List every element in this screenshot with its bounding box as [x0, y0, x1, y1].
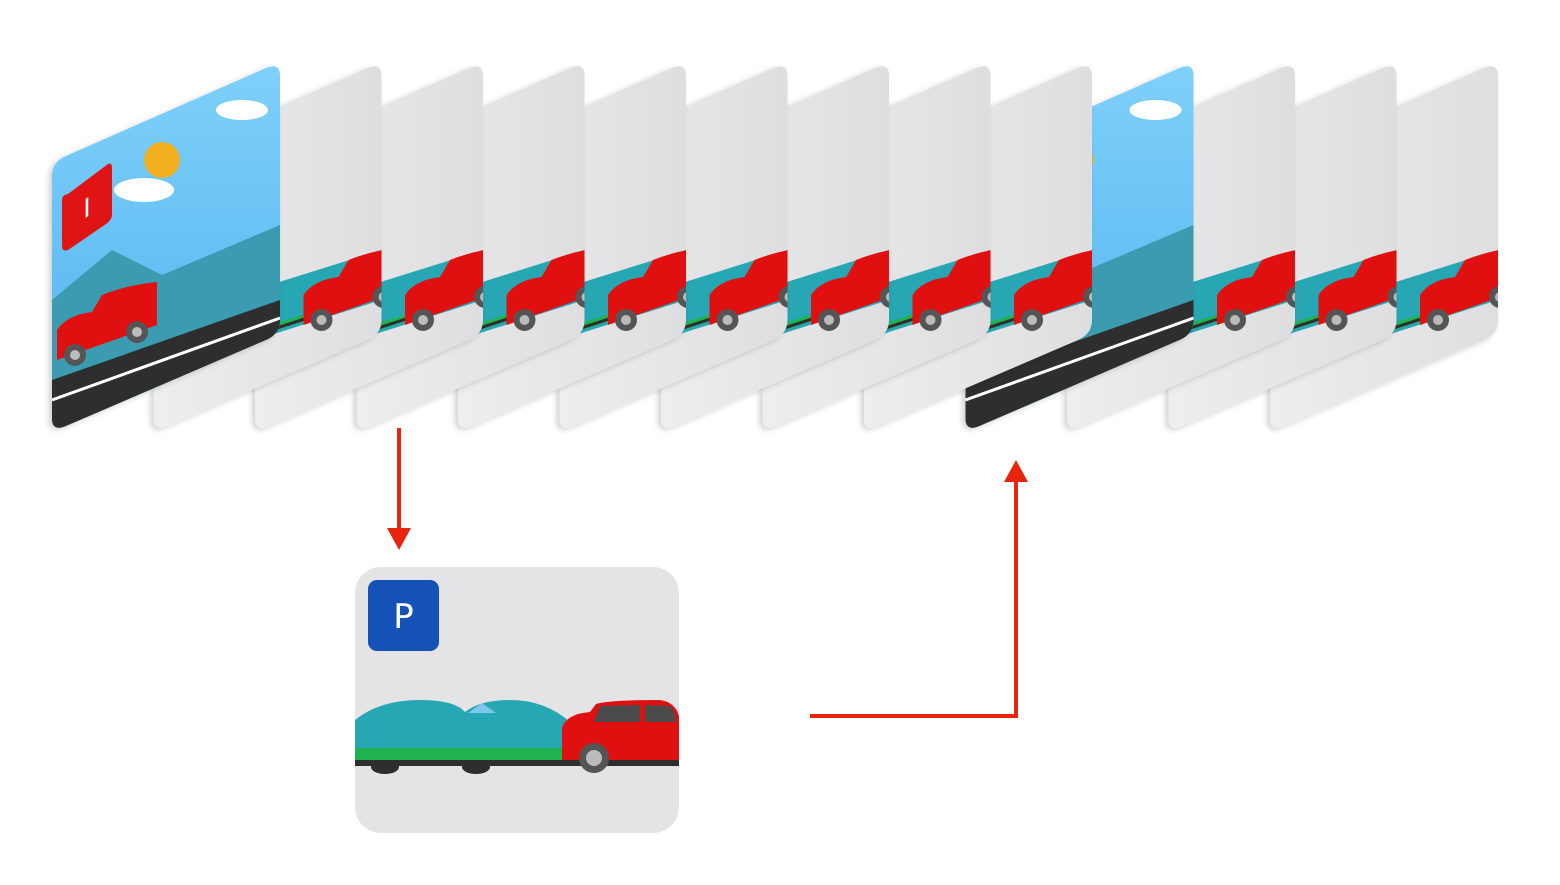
cloud-icon [216, 100, 268, 120]
i-frame-badge [62, 163, 112, 251]
road [965, 300, 1194, 428]
car-icon [709, 247, 788, 331]
grass-strip [355, 748, 565, 760]
car-icon [608, 247, 686, 331]
extracted-frame-label: P [393, 597, 414, 637]
car-icon [1014, 247, 1092, 331]
car-icon [506, 247, 585, 331]
car-icon [1318, 247, 1397, 331]
road-line [965, 316, 1194, 402]
frame-label: I [83, 190, 91, 226]
sun-icon [144, 142, 180, 178]
road-line [52, 316, 280, 402]
car-icon [303, 247, 382, 331]
car-icon [57, 282, 157, 366]
extracted-p-frame: P [355, 567, 679, 833]
car-icon [811, 247, 889, 331]
cloud-icon [114, 178, 174, 202]
car-icon [1217, 247, 1295, 331]
car-icon [1420, 247, 1498, 331]
car-icon [562, 700, 679, 773]
arrow-down-icon [387, 428, 411, 550]
car-icon [912, 247, 991, 331]
hill-shape [355, 700, 575, 748]
arrow-up-icon [810, 460, 1028, 718]
wheel-shadow [462, 760, 490, 774]
mountain-icon [468, 703, 496, 713]
p-frame-badge [368, 580, 439, 651]
frame-sequence: PBBIBBPBBPBBI [52, 66, 1498, 428]
car-icon [405, 247, 483, 331]
cloud-icon [1129, 100, 1182, 120]
frame-card-1: I [52, 66, 280, 428]
wheel-shadow [371, 760, 399, 774]
road [52, 300, 280, 428]
road-line [355, 760, 679, 766]
